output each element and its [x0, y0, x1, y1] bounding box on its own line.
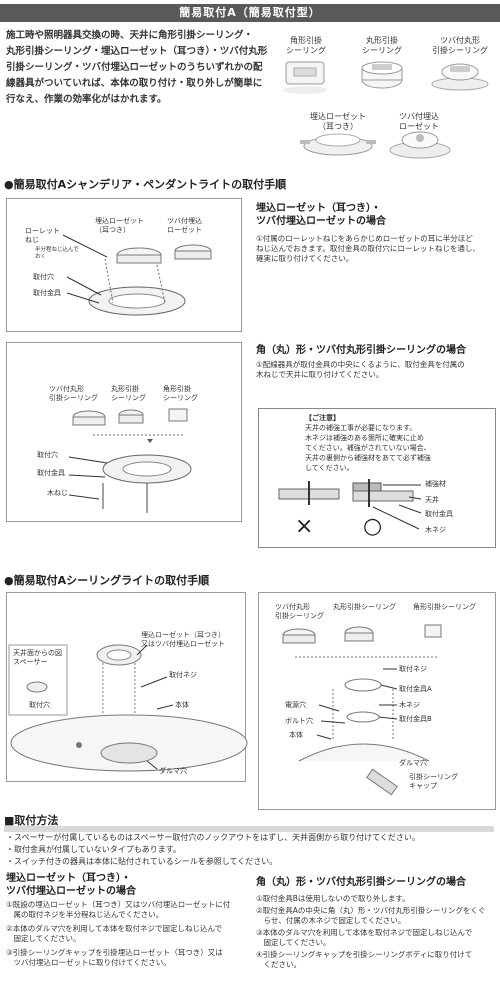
product-label: ツバ付埋込 ローゼット — [399, 112, 439, 131]
rosette-drawing — [62, 234, 212, 316]
ceiling-drawing — [68, 408, 192, 513]
method-step: ①取付金具Bは使用しないので取り外します。 — [256, 894, 410, 903]
rosette-label: 埋込ローゼット（耳つき） 又はツバ付埋込ローゼット — [141, 631, 225, 648]
caution-label: 天井 — [425, 496, 439, 504]
product-label: 角形引掛 シーリング — [286, 36, 326, 55]
rosette-note: 半分程ねじ込んで おく — [35, 247, 79, 260]
method-step: ③本体のダルマ穴を利用して本体を取付ネジで固定しねじ込んで 固定してください。 — [256, 928, 473, 947]
hole-label: 取付穴 — [33, 273, 54, 281]
diagram-ceiling-light: 埋込ローゼット（耳つき） 又はツバ付埋込ローゼット 取付ネジ 本体 天井面からの… — [6, 592, 248, 782]
method-step: ①既設の埋込ローゼット（耳つき）又はツバ付埋込ローゼットに付 属の取付ネジを半分… — [6, 900, 231, 919]
inset-hole: 取付穴 — [29, 701, 50, 709]
inset-title: 天井面からの図 スペーサー — [13, 649, 62, 666]
bracket-label: 取付金具 — [33, 289, 61, 297]
caution-line: 天井の裏側から補強材をあてて必ず補強 — [305, 454, 431, 462]
method-heading: ■取付方法 — [4, 814, 59, 827]
caution-label: 補強材 — [425, 480, 446, 488]
ceiling-light-drawing-2 — [282, 624, 442, 796]
caution-line: てください。補強がされていない場合、 — [305, 444, 431, 452]
product-label: 埋込ローゼット （耳つき） — [310, 112, 366, 131]
sub-heading: 角（丸）形・ツバ付丸形引掛シーリングの場合 — [256, 345, 466, 356]
ceiling-label: 丸形引掛シーリング — [333, 603, 396, 611]
intro-line: 引掛シーリング・ツバ付埋込ローゼットのうちいずれかの配 — [6, 62, 263, 73]
caution-label: 取付金具 — [425, 510, 453, 518]
diagram-ceiling: ツバ付丸形 引掛シーリング 丸形引掛 シーリング 角形引掛 シーリング 取付穴 … — [6, 342, 242, 522]
part-label-left: ボルト穴 — [285, 717, 313, 725]
intro-line: 線器具がついていれば、本体の取り付け・取り外しが簡単に — [6, 78, 263, 89]
product-photos — [283, 61, 489, 159]
bracket-label: 取付金具 — [37, 469, 65, 477]
caution-line: してください。 — [305, 464, 354, 472]
part-label-left: 本体 — [289, 731, 303, 739]
section-heading: ●簡易取付Aシャンデリア・ペンダントライトの取付手順 — [4, 178, 287, 191]
method-step: ④引掛シーリングキャップを引掛シーリングボディに取り付けて ください。 — [256, 950, 473, 969]
part-label: ダルマ穴 — [399, 759, 427, 767]
embedded-rosette-icon — [300, 133, 376, 156]
screw-label: 木ねじ — [47, 489, 68, 497]
hole-label: 取付穴 — [37, 451, 58, 459]
ceiling-label: ツバ付丸形 引掛シーリング — [275, 603, 324, 620]
sub-text: ①付属のローレットねじをあらかじめローゼットの耳に半分ほど ねじ込んでおきます。… — [256, 234, 480, 263]
method-bullet: ・取付金具が付属していないタイプもあります。 — [6, 845, 181, 854]
screw-label: 取付ネジ — [169, 671, 197, 679]
part-label: 取付金具A — [399, 685, 432, 693]
product-label: ツバ付丸形 引掛シーリング — [432, 36, 488, 55]
method-step: ②取付金具Aの中央に角（丸）形・ツバ付丸形引掛シーリングをくぐ らせ、付属の木ネ… — [256, 906, 486, 925]
embedded-label: 埋込ローゼット （耳つき） — [95, 217, 144, 234]
intro-line: 丸形引掛シーリング・埋込ローゼット（耳つき）・ツバ付丸形 — [6, 46, 268, 57]
caution-title: 【ご注意】 — [305, 414, 340, 422]
caution-line: 木ネジは補強のある箇所に確実に止め — [305, 434, 424, 442]
part-label: 取付ネジ — [399, 665, 427, 673]
sub-heading: 埋込ローゼット（耳つき）・ ツバ付埋込ローゼットの場合 — [256, 203, 386, 227]
wrong-mark: × — [295, 514, 314, 539]
caution-label: 木ネジ — [425, 526, 446, 534]
method-step: ②本体のダルマ穴を利用して本体を取付ネジで固定しねじ込んで 固定してください。 — [6, 924, 223, 943]
sub-text: ①配線器具が取付金具の中央にくるように、取付金具を付属の 木ねじで天井に取り付け… — [256, 360, 465, 379]
ceiling-label: 丸形引掛 シーリング — [111, 385, 146, 402]
page-title: 簡易取付A（簡易取付型） — [0, 4, 500, 22]
part-label: 木ネジ — [399, 701, 420, 709]
product-label: 丸形引掛 シーリング — [362, 36, 402, 55]
flanged-rosette-icon — [389, 131, 451, 159]
ceiling-label: 角形引掛シーリング — [413, 603, 476, 611]
rosette-label: ローレット ねじ — [25, 227, 60, 244]
square-ceiling-icon — [283, 61, 327, 94]
section-heading: ●簡易取付Aシーリングライトの取付手順 — [4, 574, 210, 587]
caution-drawing — [278, 479, 422, 530]
flanged-label: ツバ付埋込 ローゼット — [167, 217, 202, 234]
method-step: ③引掛シーリングキャップを引掛埋込ローゼット（耳つき）又は ツバ付埋込ローゼット… — [6, 948, 223, 967]
part-label-left: 電源穴 — [285, 701, 306, 709]
diagram-rosette: ローレット ねじ 半分程ねじ込んで おく 埋込ローゼット （耳つき） ツバ付埋込… — [6, 198, 242, 332]
intro-line: 行なえ、作業の効率化がはかれます。 — [6, 94, 167, 105]
divider — [4, 826, 494, 832]
method-right-heading: 角（丸）形・ツバ付丸形引掛シーリングの場合 — [256, 877, 466, 888]
round-ceiling-icon — [361, 61, 403, 89]
part-label: 引掛シーリング キャップ — [409, 773, 458, 790]
diagram-ceiling-light-2: ツバ付丸形 引掛シーリング 丸形引掛シーリング 角形引掛シーリング 取付ネジ 取… — [258, 592, 496, 810]
part-label: 取付金具B — [399, 715, 432, 723]
method-bullet: ・スペーサーが付属しているものはスペーサー取付穴のノックアウトをはずし、天井面側… — [6, 833, 420, 842]
daruma-label: ダルマ穴 — [159, 767, 187, 775]
flanged-ceiling-icon — [431, 63, 489, 91]
intro-line: 施工時や照明器具交換の時、天井に角形引掛シーリング・ — [6, 30, 254, 41]
ceiling-label: ツバ付丸形 引掛シーリング — [49, 385, 98, 402]
ceiling-label: 角形引掛 シーリング — [163, 385, 198, 402]
caution-box: 【ご注意】 天井の補強工事が必要になります。 木ネジは補強のある箇所に確実に止め… — [258, 408, 496, 548]
method-bullet: ・スイッチ付きの器具は本体に貼付されているシールを参照してください。 — [6, 857, 278, 866]
method-left-heading: 埋込ローゼット（耳つき）・ ツバ付埋込ローゼットの場合 — [6, 873, 136, 897]
right-mark: ○ — [363, 514, 383, 539]
intro-text: 施工時や照明器具交換の時、天井に角形引掛シーリング・ 丸形引掛シーリング・埋込ロ… — [6, 28, 268, 108]
caution-line: 天井の補強工事が必要になります。 — [305, 424, 417, 432]
ceiling-light-drawing — [8, 644, 248, 772]
body-label: 本体 — [175, 701, 189, 709]
